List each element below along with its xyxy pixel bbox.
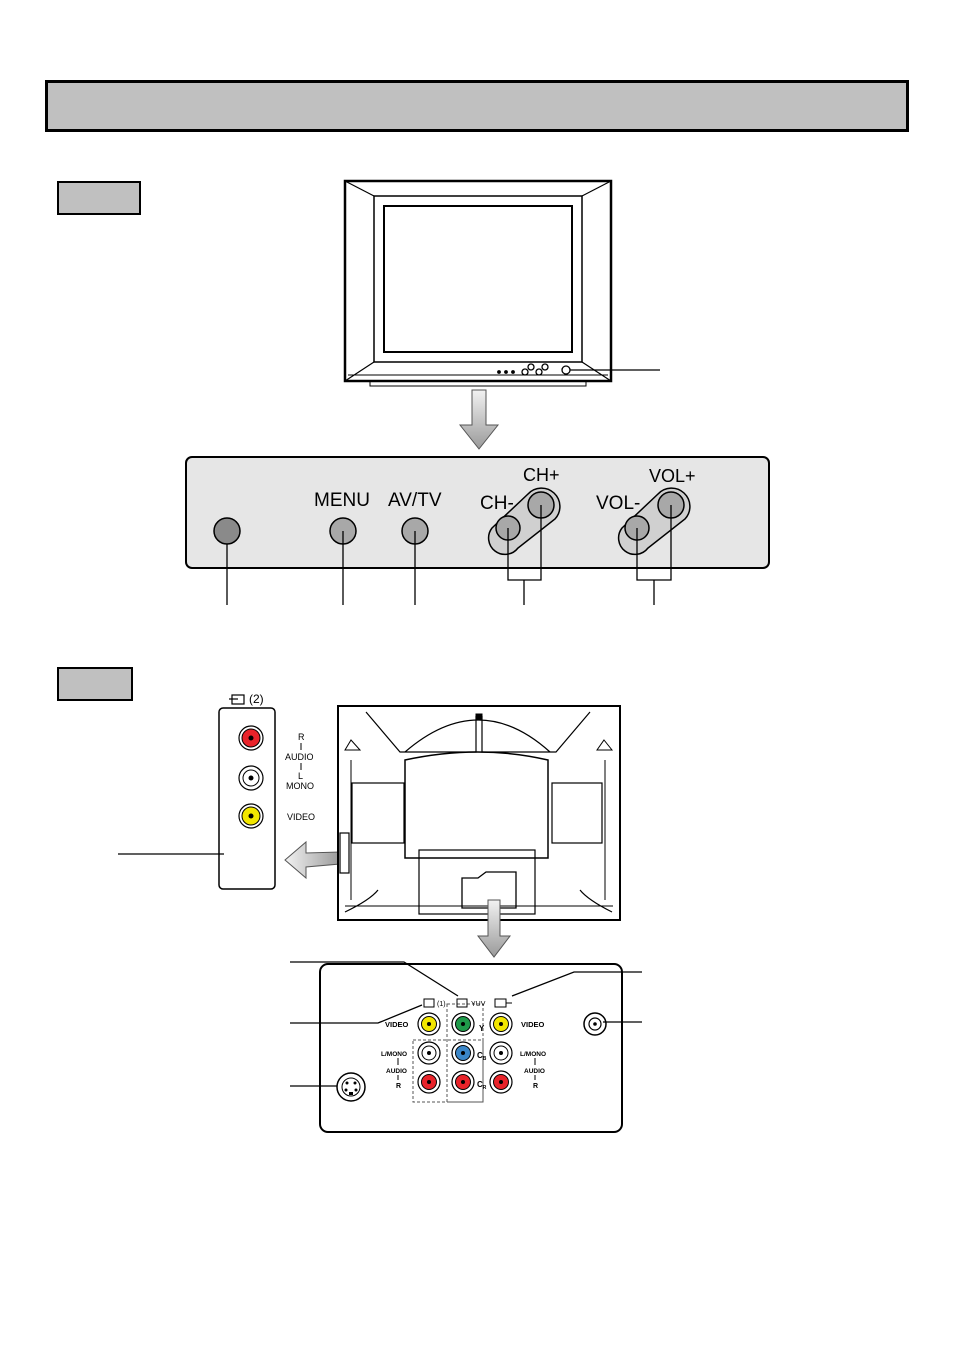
ch-minus-label: CH- (480, 493, 514, 514)
side-audio-l-label: L (298, 771, 303, 781)
side-av-panel: (2) R AUDIO L MONO VIDEO (118, 692, 315, 890)
side-video-label: VIDEO (287, 812, 315, 822)
side-video-jack[interactable] (238, 803, 264, 829)
section-title-bar (45, 80, 909, 132)
menu-label: MENU (314, 490, 370, 511)
vol-plus-label: VOL+ (649, 466, 696, 486)
front-control-panel: MENU AV/TV CH- CH+ VOL- VOL+ (185, 456, 770, 569)
rear-av-panel: (1) YUV (319, 963, 623, 1133)
tv-rear-illustration (337, 705, 621, 921)
rear-video-in-jack[interactable] (417, 1012, 441, 1036)
rear-y-label: Y (479, 1024, 485, 1033)
rear-y-jack[interactable] (451, 1012, 475, 1036)
rear-audio-l-in-jack[interactable] (417, 1041, 441, 1065)
rear-svideo-jack[interactable] (336, 1072, 366, 1102)
side-audio-label: AUDIO (285, 752, 314, 762)
rear-cb-label: CB (477, 1051, 487, 1062)
zoom-arrow-side (284, 840, 341, 880)
rear-antenna-jack[interactable] (583, 1012, 607, 1036)
rear-callout-lines (290, 961, 642, 1087)
side-mono-label: MONO (286, 781, 314, 791)
power-button[interactable] (213, 517, 241, 545)
rear-audio-left-label: AUDIO (386, 1068, 407, 1075)
side-input-label: (2) (249, 692, 264, 706)
rear-audio-right-label: AUDIO (524, 1068, 545, 1075)
rear-audio-l-out-jack[interactable] (489, 1041, 513, 1065)
rear-cb-jack[interactable] (451, 1041, 475, 1065)
zoom-arrow-rear (476, 899, 512, 958)
rear-lmono-left-label: L/MONO (381, 1051, 407, 1058)
rear-video-right-label: VIDEO (521, 1020, 545, 1029)
ch-plus-label: CH+ (523, 465, 560, 485)
rear-r-right-label: R (533, 1083, 538, 1090)
vol-minus-label: VOL- (596, 493, 640, 514)
rear-r-left-label: R (396, 1083, 401, 1090)
rear-lmono-right-label: L/MONO (520, 1051, 546, 1058)
front-callout-lines (226, 505, 672, 605)
tv-front-illustration (343, 179, 660, 387)
rear-audio-r-in-jack[interactable] (417, 1070, 441, 1094)
side-audio-r-jack[interactable] (238, 725, 264, 751)
front-view-tag (57, 181, 141, 215)
rear-view-tag (57, 667, 133, 701)
rear-video-out-jack[interactable] (489, 1012, 513, 1036)
rear-yuv-label: YUV (471, 1001, 486, 1008)
zoom-arrow-front (458, 389, 500, 450)
rear-cr-jack[interactable] (451, 1070, 475, 1094)
rear-audio-r-out-jack[interactable] (489, 1070, 513, 1094)
rear-input1-label: (1) (437, 1001, 446, 1008)
input1-icon (423, 998, 435, 1008)
rear-video-left-label: VIDEO (385, 1020, 409, 1029)
side-audio-r-label: R (298, 732, 305, 742)
yuv-input-icon (456, 998, 468, 1008)
side-audio-l-jack[interactable] (238, 765, 264, 791)
avtv-label: AV/TV (388, 490, 442, 511)
rear-cr-label: CR (477, 1080, 487, 1091)
